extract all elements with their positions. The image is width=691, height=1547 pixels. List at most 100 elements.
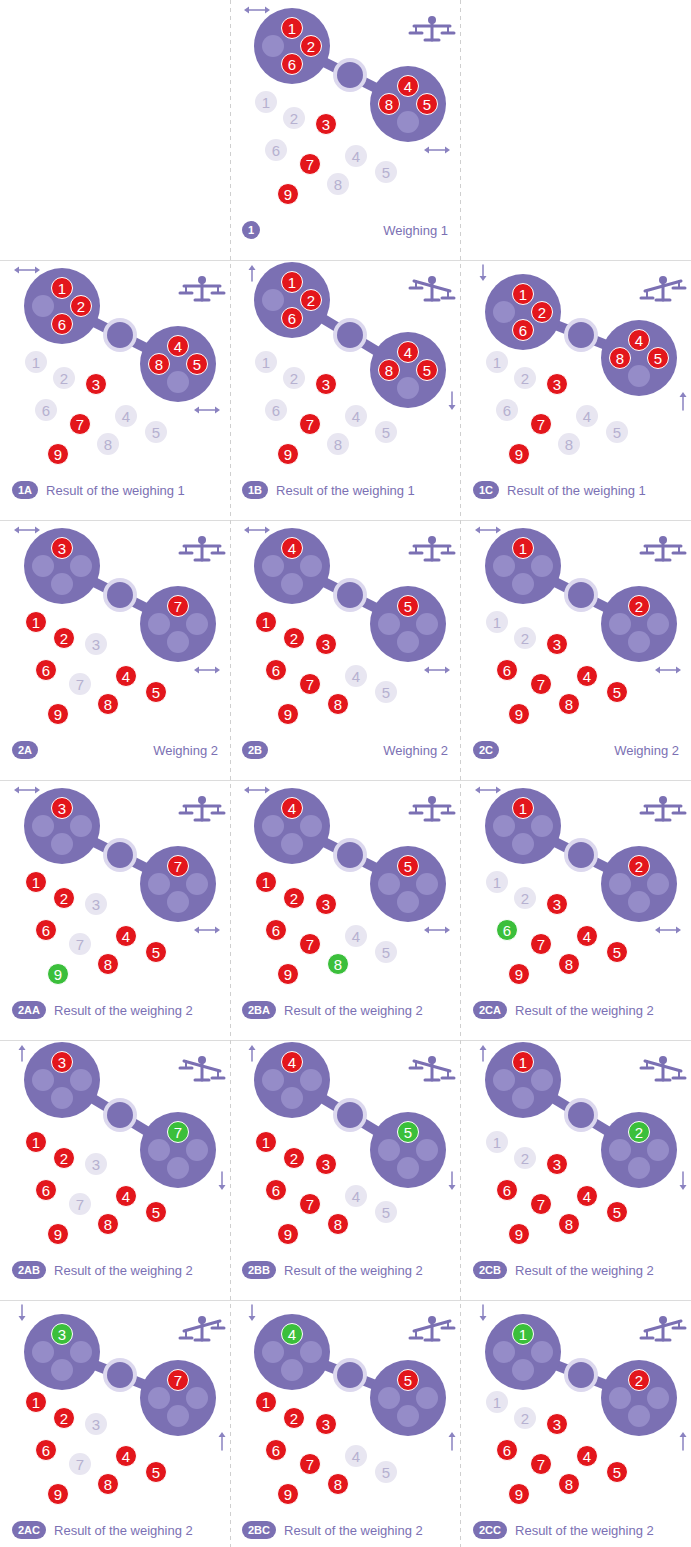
arrow-line — [451, 1435, 453, 1450]
arrow-head — [449, 1185, 456, 1190]
coin: 4 — [345, 405, 367, 427]
scale-icon-pan — [442, 32, 454, 35]
scale-icon-pan — [641, 297, 653, 300]
coin: 6 — [265, 919, 287, 941]
arrow-head — [219, 1185, 226, 1190]
balance-scale — [249, 1305, 456, 1450]
coin-number: 8 — [334, 1477, 342, 1492]
empty-slot — [493, 815, 515, 837]
coin-number: 5 — [404, 1125, 412, 1140]
coin: 8 — [558, 1473, 580, 1495]
scale-icon-pan — [673, 1327, 685, 1330]
coin: 3 — [85, 1153, 107, 1175]
coin-number: 1 — [493, 355, 501, 370]
left-pan — [254, 8, 330, 84]
coin-number: 4 — [122, 409, 130, 424]
panel-badge: 2AAResult of the weighing 2 — [12, 1001, 218, 1019]
coin-number: 8 — [334, 1217, 342, 1232]
coin-number: 1 — [32, 1135, 40, 1150]
balance-scale — [19, 1305, 226, 1450]
arrow-head — [445, 927, 450, 934]
empty-slot — [300, 555, 322, 577]
panel-id: 2BA — [242, 1001, 276, 1019]
arrow-line — [478, 529, 498, 531]
coin: 1 — [486, 871, 508, 893]
panel-caption: Weighing 2 — [383, 743, 448, 758]
coin: 4 — [115, 925, 137, 947]
coin: 1 — [512, 1323, 534, 1345]
coin-number: 6 — [58, 317, 66, 332]
coin-number: 9 — [284, 707, 292, 722]
coin: 9 — [277, 1483, 299, 1505]
scale-icon-pivot — [659, 1316, 667, 1324]
coin: 9 — [277, 963, 299, 985]
empty-slot — [647, 1139, 669, 1161]
scale-icon-base — [656, 299, 670, 302]
coin: 9 — [508, 703, 530, 725]
scale-icon-base — [656, 1339, 670, 1342]
right-pan — [370, 66, 446, 142]
coin-number: 5 — [152, 1205, 160, 1220]
coin-number: 9 — [54, 447, 62, 462]
coin-number: 6 — [503, 923, 511, 938]
coin: 3 — [85, 373, 107, 395]
coin: 3 — [51, 1323, 73, 1345]
coin: 8 — [97, 693, 119, 715]
coin-number: 2 — [307, 39, 315, 54]
scale-pivot-halo — [333, 58, 367, 92]
coin: 8 — [378, 93, 400, 115]
scale-icon-pan — [212, 292, 224, 295]
empty-slot — [512, 1359, 534, 1381]
scale-pivot-halo — [564, 318, 598, 352]
empty-slot — [378, 1139, 400, 1161]
scale-icon-pan — [212, 552, 224, 555]
scale-icon-base — [195, 299, 209, 302]
scale-icon-pan — [180, 292, 192, 295]
scale-pivot — [568, 582, 594, 608]
scale-pivot-halo — [564, 1358, 598, 1392]
coin-number: 2 — [60, 631, 68, 646]
coin-number: 2 — [60, 891, 68, 906]
scale-icon-base — [425, 819, 439, 822]
coin-number: 3 — [92, 1157, 100, 1172]
coin-number: 4 — [352, 149, 360, 164]
arrow-head — [445, 147, 450, 154]
right-pan — [370, 1360, 446, 1436]
right-pan — [601, 1360, 677, 1436]
panel-badge: 2ABResult of the weighing 2 — [12, 1261, 218, 1279]
empty-slot — [167, 1157, 189, 1179]
scale-pivot-halo — [333, 1098, 367, 1132]
empty-slot — [70, 555, 92, 577]
empty-slot — [167, 1405, 189, 1427]
coin: 4 — [281, 1323, 303, 1345]
empty-slot — [628, 1405, 650, 1427]
coin: 8 — [327, 173, 349, 195]
coin: 1 — [512, 537, 534, 559]
arrow-line — [17, 269, 37, 271]
coin: 2 — [628, 1369, 650, 1391]
arrow-head — [215, 927, 220, 934]
coin-number: 3 — [553, 377, 561, 392]
coin: 7 — [299, 413, 321, 435]
coin: 7 — [167, 595, 189, 617]
right-pan — [140, 586, 216, 662]
coin: 7 — [299, 933, 321, 955]
scale-pivot-halo — [564, 838, 598, 872]
coin-number: 8 — [565, 1217, 573, 1232]
coin: 9 — [47, 443, 69, 465]
empty-slot — [512, 1087, 534, 1109]
coin: 9 — [508, 1483, 530, 1505]
coin: 6 — [35, 1179, 57, 1201]
coin-number: 1 — [262, 1135, 270, 1150]
coin-number: 3 — [92, 377, 100, 392]
empty-slot — [262, 815, 284, 837]
left-pan — [254, 1042, 330, 1118]
empty-slot — [378, 873, 400, 895]
coin: 4 — [576, 925, 598, 947]
coin: 4 — [628, 329, 650, 351]
coin: 1 — [25, 351, 47, 373]
coin-number: 5 — [382, 945, 390, 960]
left-pan — [254, 1314, 330, 1390]
coin-number: 8 — [104, 957, 112, 972]
coin: 6 — [35, 919, 57, 941]
